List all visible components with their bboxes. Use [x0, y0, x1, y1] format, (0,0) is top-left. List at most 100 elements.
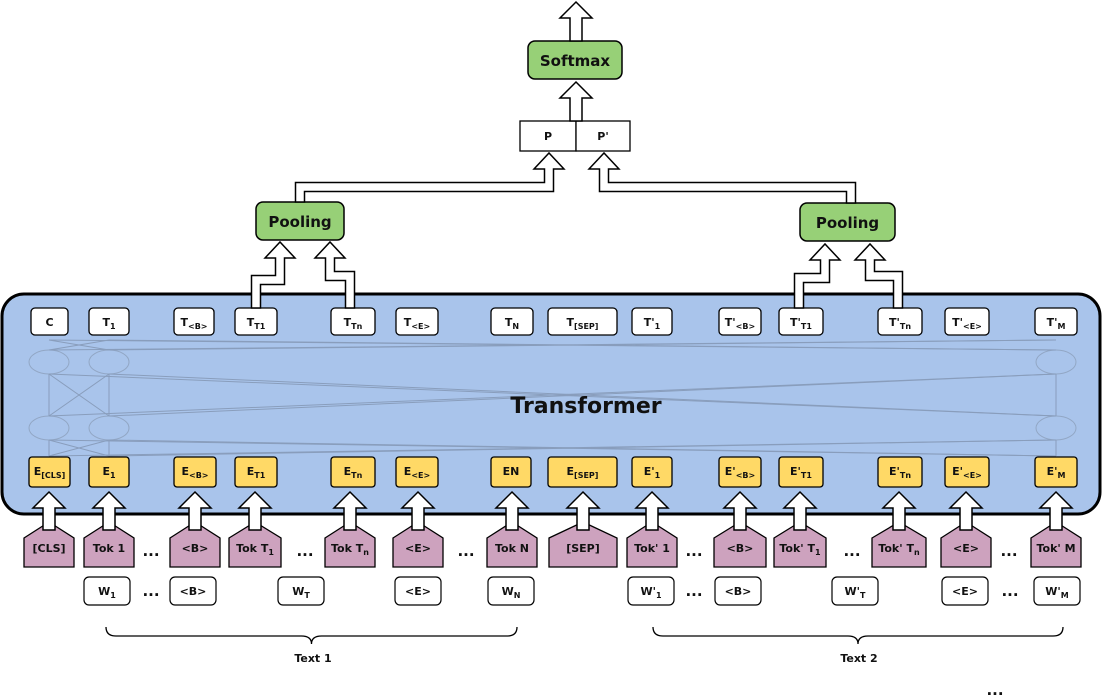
- input-arrow-icon: [332, 490, 368, 531]
- embedding-token: ETn: [330, 456, 376, 488]
- embedding-token: E'M: [1034, 456, 1078, 488]
- output-arrow-icon: [558, 0, 594, 42]
- attention-network: [28, 339, 1077, 457]
- output-token: T'1: [631, 307, 673, 336]
- word-label: W'T: [845, 585, 867, 600]
- text2-label: Text 2: [840, 652, 877, 665]
- embedding-label: E1: [102, 465, 116, 480]
- embedding-label: E'<B>: [725, 465, 755, 480]
- word-box: W'M: [1033, 576, 1081, 606]
- token-label: Tok' Tn: [878, 542, 920, 557]
- word-box: W'T: [831, 576, 879, 606]
- input-token: <B>: [169, 521, 221, 568]
- softmax-label: Softmax: [540, 52, 611, 70]
- pooling-label: Pooling: [268, 213, 331, 231]
- token-label: <E>: [405, 542, 431, 555]
- input-arrow-icon: [177, 490, 213, 531]
- output-label: T'Tn: [889, 316, 911, 331]
- output-label: C: [45, 316, 53, 329]
- word-box: <E>: [394, 576, 442, 606]
- output-label: TT1: [247, 316, 266, 331]
- ellipsis-text: ...: [142, 542, 159, 560]
- embedding-label: E<E>: [404, 465, 430, 480]
- token-label: Tok' 1: [634, 542, 670, 555]
- input-arrow-icon: [722, 490, 758, 531]
- output-label: T'1: [644, 316, 661, 331]
- word-label: <B>: [725, 585, 752, 598]
- softmax-input-arrow-icon: [558, 80, 594, 122]
- output-token: T<E>: [395, 307, 439, 336]
- embedding-token: E[SEP]: [547, 456, 618, 488]
- text2-brace: [652, 626, 1064, 645]
- ellipsis-text: ...: [1000, 542, 1017, 560]
- pooling-box: Pooling: [255, 201, 345, 241]
- input-arrow-icon: [565, 490, 601, 531]
- output-label: T<E>: [404, 316, 430, 331]
- output-label: T<B>: [180, 316, 207, 331]
- p-box: [519, 120, 577, 152]
- merge-arrow-icon: [587, 151, 857, 204]
- input-arrow-icon: [1038, 490, 1074, 531]
- embedding-token: E'<B>: [718, 456, 762, 488]
- embedding-token: E1: [88, 456, 130, 488]
- output-token: T'Tn: [877, 307, 923, 336]
- input-token: Tok N: [486, 521, 538, 568]
- embedding-label: EN: [503, 465, 520, 478]
- pool-input-arrow-icon: [313, 240, 356, 309]
- merge-arrow-icon: [294, 151, 566, 203]
- embedding-label: ETn: [344, 465, 363, 480]
- ellipsis-text: ...: [142, 582, 159, 600]
- output-label: T'M: [1047, 316, 1066, 331]
- token-label: Tok T1: [236, 542, 274, 557]
- word-label: <E>: [952, 585, 978, 598]
- word-box: WT: [277, 576, 325, 606]
- input-arrow-icon: [400, 490, 436, 531]
- word-label: W'1: [640, 585, 662, 600]
- text1-brace: [105, 626, 518, 645]
- ellipsis-text: ...: [1001, 582, 1018, 600]
- output-token: T'M: [1034, 307, 1078, 336]
- input-arrow-icon: [948, 490, 984, 531]
- token-label: Tok' T1: [779, 542, 821, 557]
- embedding-token: ET1: [234, 456, 278, 488]
- token-label: Tok N: [495, 542, 529, 555]
- token-label: Tok 1: [93, 542, 125, 555]
- input-arrow-icon: [494, 490, 530, 531]
- embedding-token: E'<E>: [944, 456, 990, 488]
- ellipsis-text: ...: [296, 542, 313, 560]
- ellipsis-text: ...: [986, 681, 1003, 699]
- output-token: T'T1: [778, 307, 824, 336]
- embedding-token: E<B>: [173, 456, 217, 488]
- word-label: W1: [98, 585, 116, 600]
- output-token: TN: [490, 307, 534, 336]
- p-prime-label: P': [597, 130, 608, 143]
- input-token: Tok T1: [228, 521, 282, 568]
- output-token: T'<E>: [944, 307, 990, 336]
- token-label: <E>: [953, 542, 979, 555]
- transformer-title: Transformer: [510, 394, 661, 419]
- embedding-token: E<E>: [395, 456, 439, 488]
- token-label: [CLS]: [32, 542, 65, 555]
- output-label: TTn: [344, 316, 363, 331]
- ellipsis-text: ...: [457, 542, 474, 560]
- input-arrow-icon: [31, 490, 67, 531]
- output-token: TTn: [330, 307, 376, 336]
- input-arrow-icon: [782, 490, 818, 531]
- word-box: W'1: [627, 576, 675, 606]
- output-label: T'<E>: [952, 316, 982, 331]
- word-box: <B>: [169, 576, 217, 606]
- input-token: [CLS]: [23, 521, 75, 568]
- output-label: T[SEP]: [567, 316, 599, 331]
- word-box: W1: [83, 576, 131, 606]
- pooling-box: Pooling: [799, 202, 896, 242]
- embedding-label: E'Tn: [889, 465, 911, 480]
- embedding-token: E'1: [631, 456, 673, 488]
- word-box: WN: [487, 576, 535, 606]
- word-box: <B>: [714, 576, 762, 606]
- output-token: T<B>: [173, 307, 215, 336]
- input-arrow-icon: [91, 490, 127, 531]
